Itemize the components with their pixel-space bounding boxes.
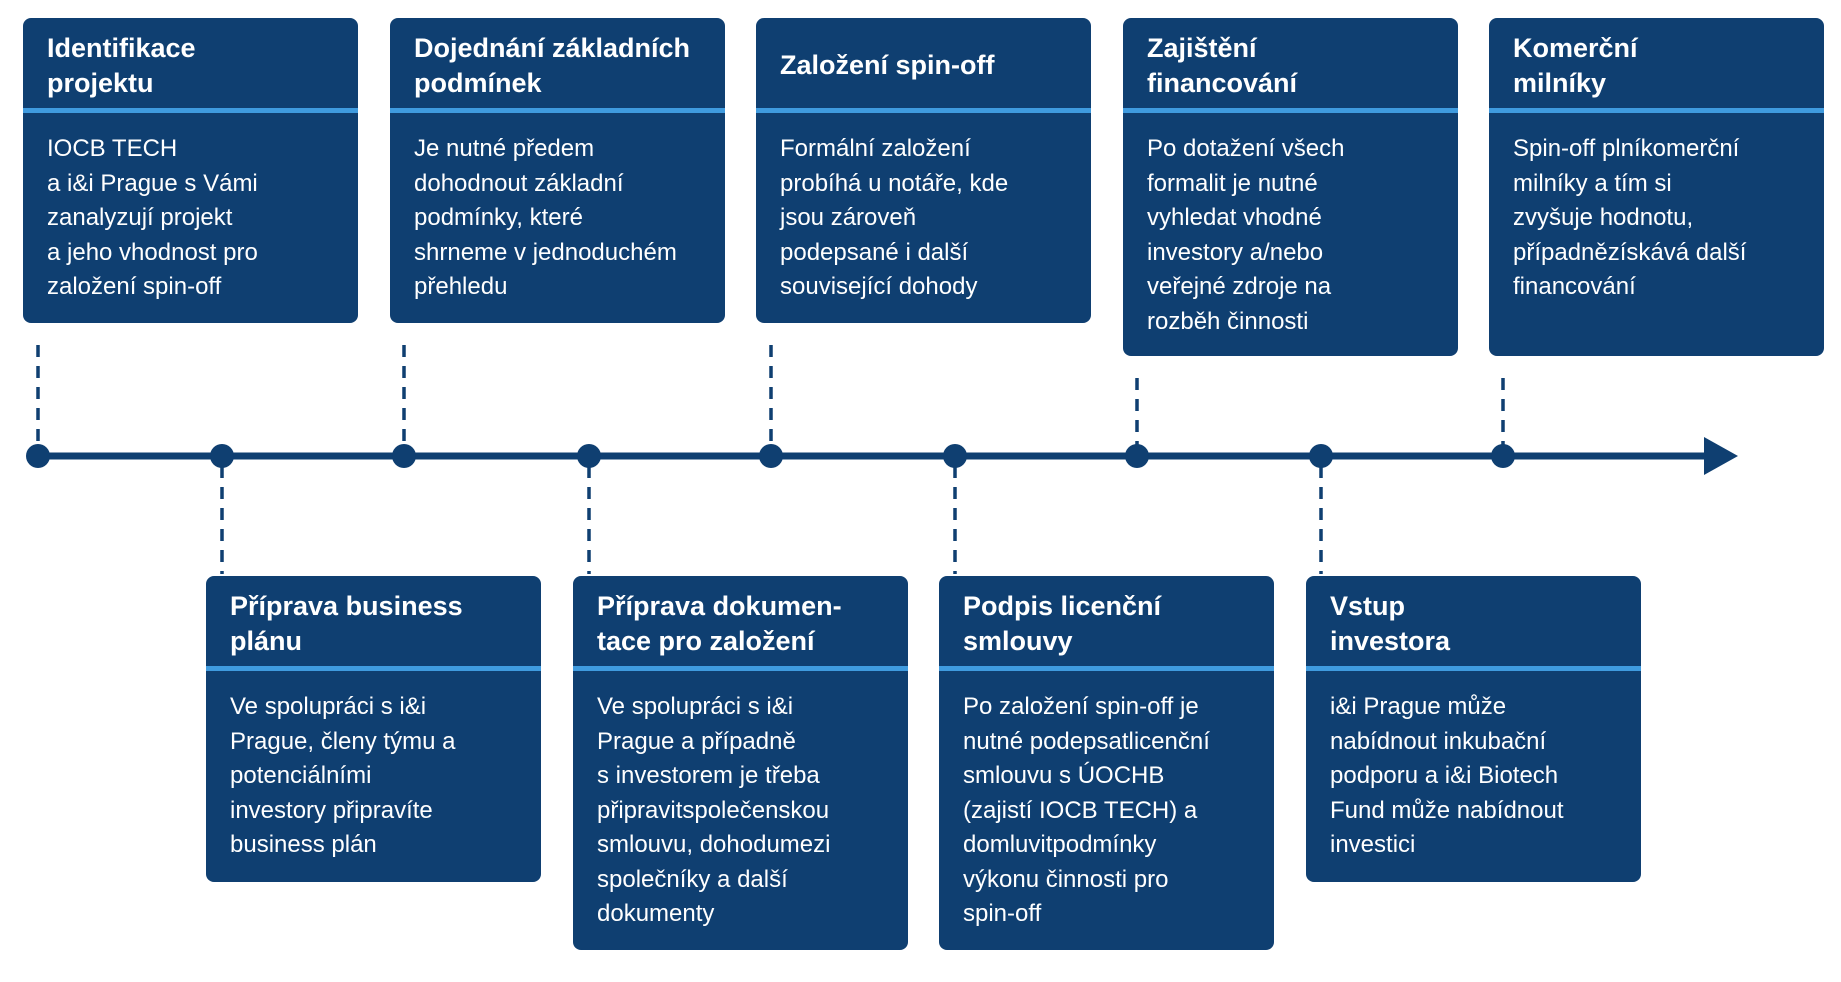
- milestone-title: Příprava business plánu: [206, 576, 541, 671]
- timeline-arrowhead: [1704, 437, 1738, 475]
- milestone-card-dojednani: Dojednání základních podmínek Je nutné p…: [390, 18, 725, 323]
- milestone-title: Zajištění financování: [1123, 18, 1458, 113]
- timeline-dot: [26, 444, 50, 468]
- milestone-title: Vstup investora: [1306, 576, 1641, 671]
- milestone-description: Je nutné předem dohodnout základní podmí…: [414, 135, 677, 300]
- milestone-title: Komerční milníky: [1489, 18, 1824, 113]
- milestone-title: Příprava dokumen- tace pro založení: [573, 576, 908, 671]
- milestone-description: Po založení spin-off je nutné podepsatli…: [963, 693, 1210, 927]
- timeline-dot: [392, 444, 416, 468]
- milestone-card-komercni-milniky: Komerční milníky Spin-off plníkomerční m…: [1489, 18, 1824, 356]
- milestone-description: Po dotažení všech formalit je nutné vyhl…: [1147, 135, 1345, 335]
- milestone-description: i&i Prague může nabídnout inkubační podp…: [1330, 693, 1564, 858]
- timeline-dot: [210, 444, 234, 468]
- milestone-description: Spin-off plníkomerční milníky a tím si z…: [1513, 135, 1747, 300]
- timeline-dot: [577, 444, 601, 468]
- milestone-description: Formální založení probíhá u notáře, kde …: [780, 135, 1009, 300]
- timeline-dot: [759, 444, 783, 468]
- milestone-card-zalozeni: Založení spin-off Formální založení prob…: [756, 18, 1091, 323]
- milestone-card-identifikace: Identifikace projektu IOCB TECH a i&i Pr…: [23, 18, 358, 323]
- milestone-description: Ve spolupráci s i&i Prague a případně s …: [597, 693, 831, 927]
- milestone-card-dokumentace: Příprava dokumen- tace pro založení Ve s…: [573, 576, 908, 950]
- milestone-title: Podpis licenční smlouvy: [939, 576, 1274, 671]
- timeline-dot: [943, 444, 967, 468]
- milestone-title: Identifikace projektu: [23, 18, 358, 113]
- timeline-dot: [1309, 444, 1333, 468]
- milestone-title: Založení spin-off: [756, 18, 1091, 113]
- timeline-dot: [1491, 444, 1515, 468]
- milestone-description: Ve spolupráci s i&i Prague, členy týmu a…: [230, 693, 456, 858]
- milestone-card-business-plan: Příprava business plánu Ve spolupráci s …: [206, 576, 541, 882]
- milestone-description: IOCB TECH a i&i Prague s Vámi zanalyzují…: [47, 135, 258, 300]
- milestone-card-vstup-investora: Vstup investora i&i Prague může nabídnou…: [1306, 576, 1641, 882]
- milestone-title: Dojednání základních podmínek: [390, 18, 725, 113]
- timeline-dot: [1125, 444, 1149, 468]
- milestone-card-financovani: Zajištění financování Po dotažení všech …: [1123, 18, 1458, 356]
- milestone-card-licencni-smlouva: Podpis licenční smlouvy Po založení spin…: [939, 576, 1274, 950]
